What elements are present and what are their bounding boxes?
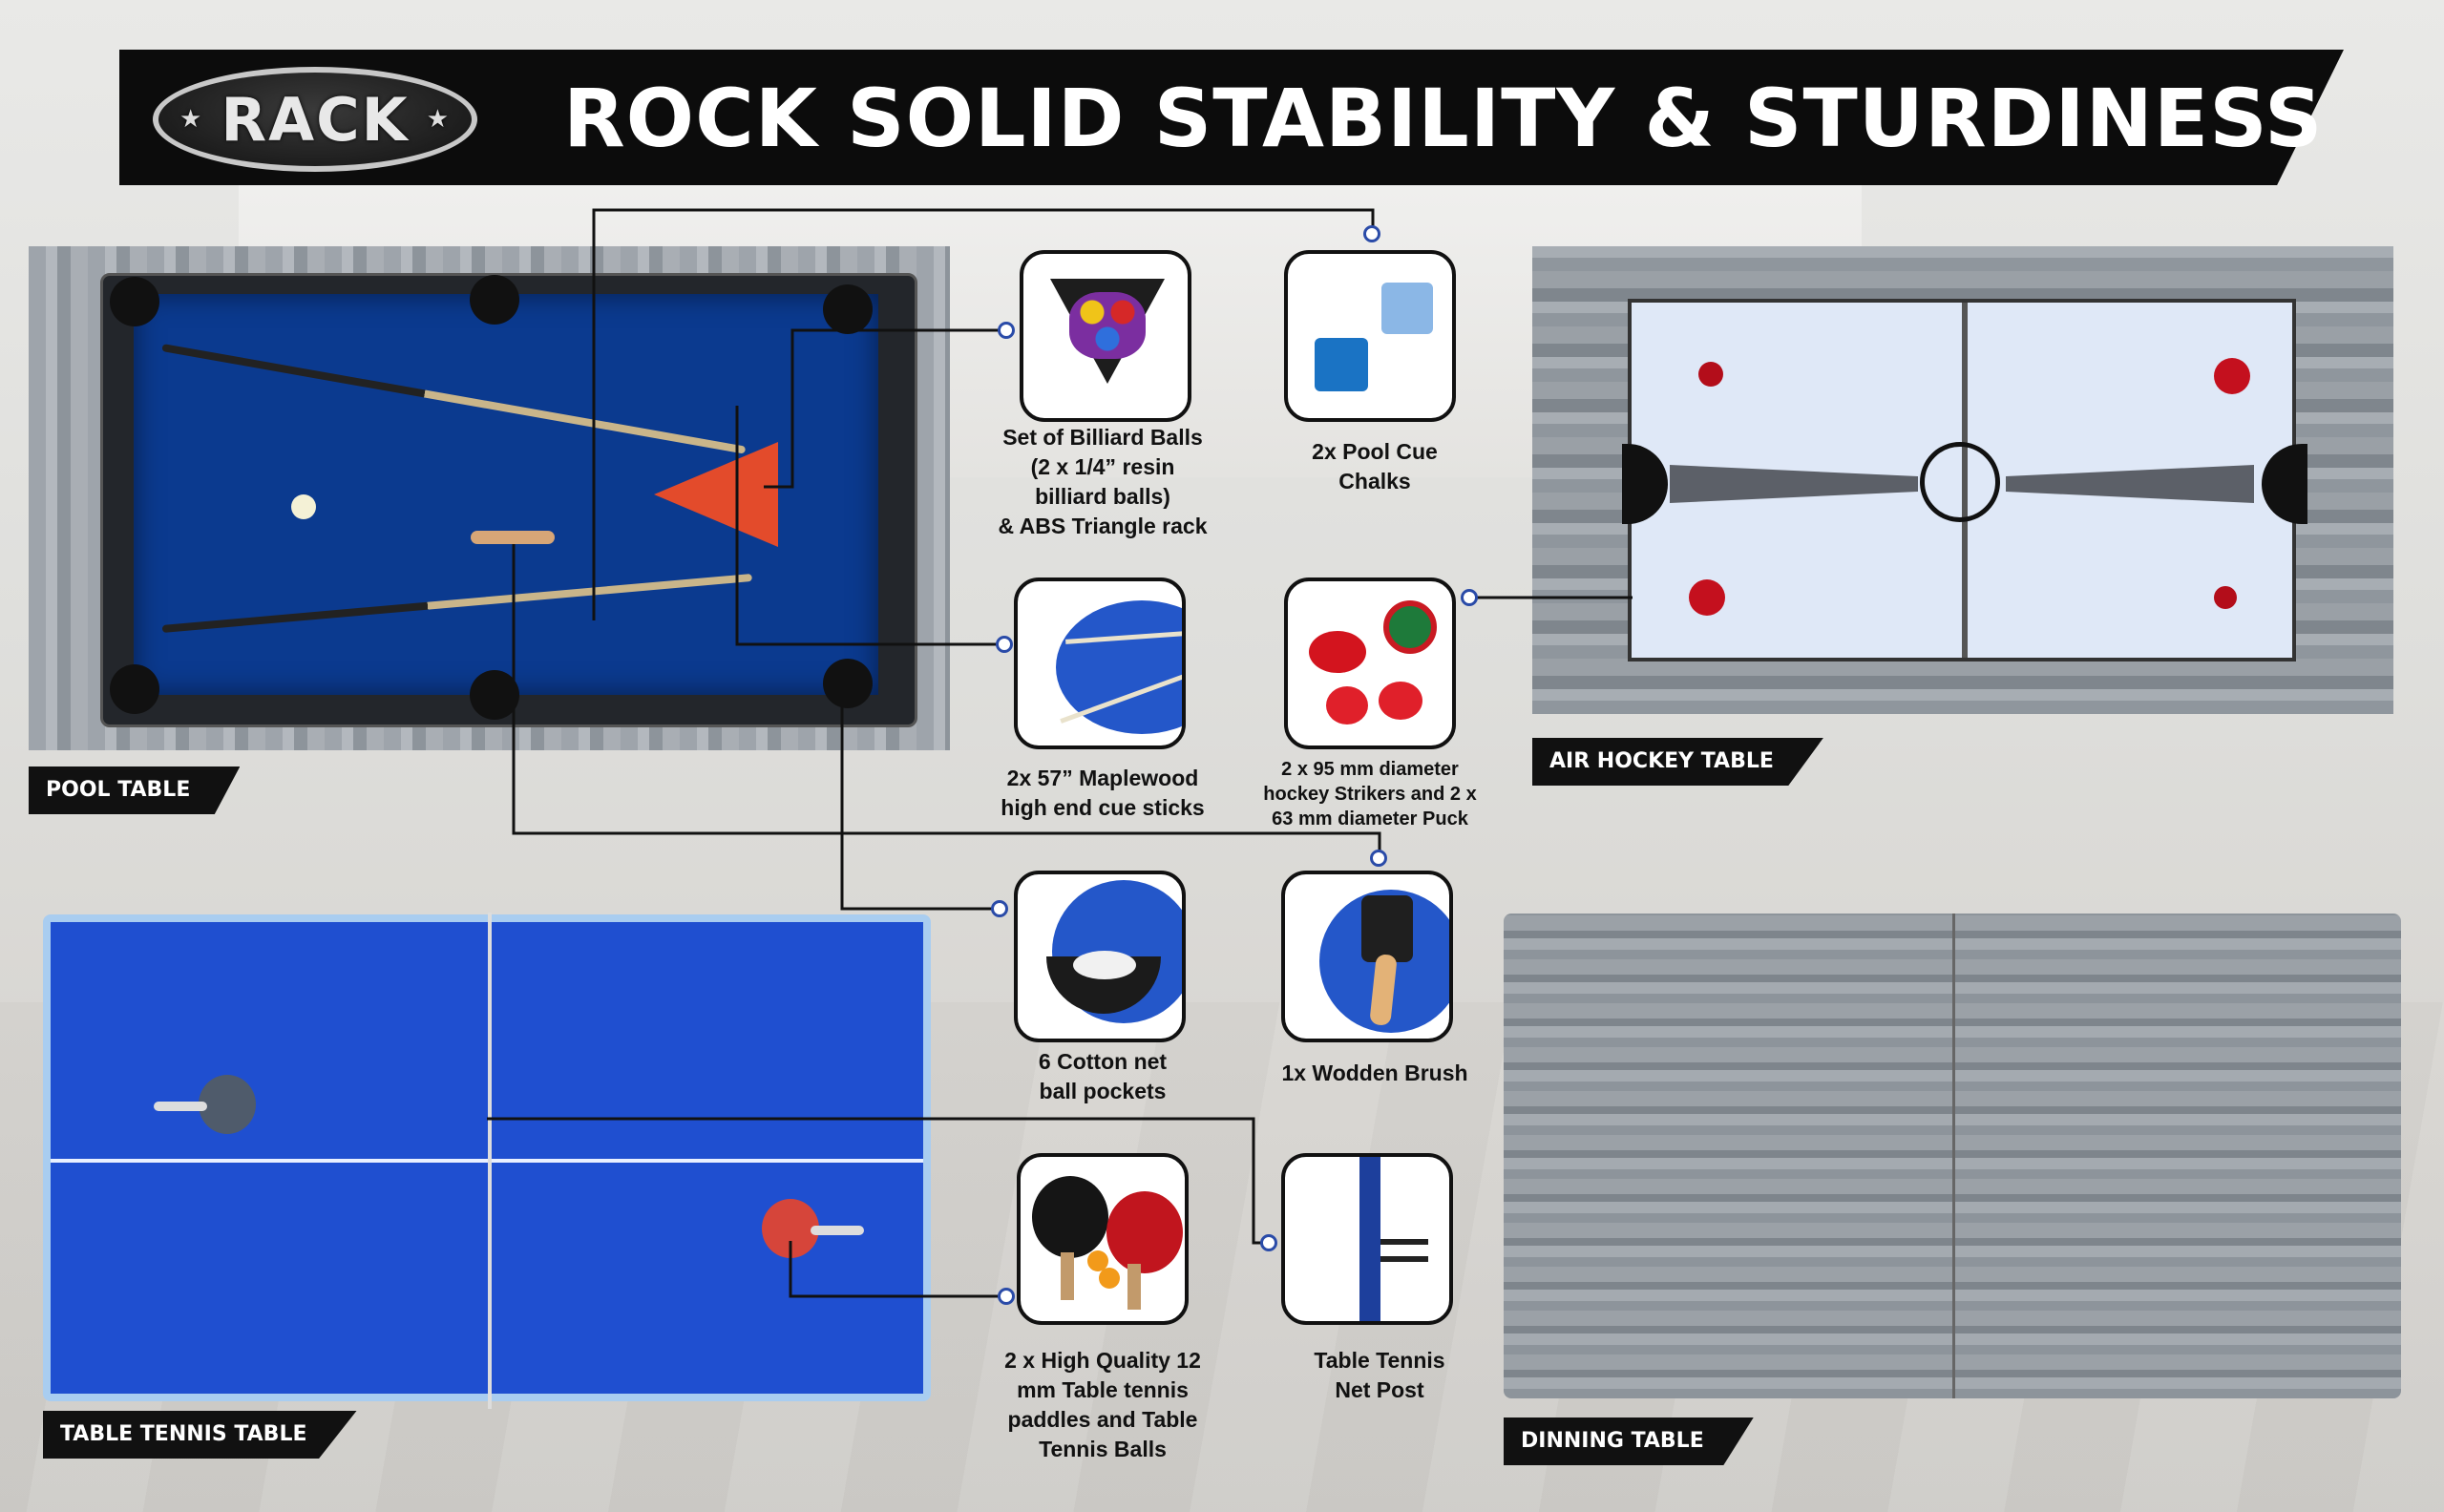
net-post-box: [1281, 1153, 1453, 1325]
puck: [2214, 586, 2237, 609]
net-post-icon: [1359, 1157, 1380, 1321]
rack-logo: ★ RACK ★: [153, 67, 477, 172]
label-pool-table: POOL TABLE: [29, 766, 241, 814]
connector-dot: [1260, 1234, 1277, 1251]
chalks-box: [1284, 250, 1456, 422]
connector-dot: [1363, 225, 1380, 242]
striker-icon: [1689, 579, 1725, 616]
pocket: [110, 277, 159, 326]
ball: [1087, 1250, 1108, 1271]
connector-dot: [991, 900, 1008, 917]
caption-paddles: 2 x High Quality 12 mm Table tennis padd…: [1004, 1348, 1201, 1461]
cue-sticks-box: [1014, 578, 1186, 749]
star-icon: ★: [179, 105, 204, 134]
connector-dot: [998, 322, 1015, 339]
striker-icon: [2214, 358, 2250, 394]
strikers-box: [1284, 578, 1456, 749]
paddle-icon: [199, 1075, 256, 1134]
striker-icon: [1309, 631, 1366, 673]
pocket: [823, 284, 873, 334]
cue-ball: [291, 494, 316, 519]
puck: [1379, 682, 1422, 720]
star-icon: ★: [426, 105, 451, 134]
hockey-surface: [1622, 299, 2307, 662]
logo-text: RACK: [221, 84, 410, 155]
puck: [1326, 686, 1368, 724]
dining-table: [1504, 914, 2401, 1398]
caption-strikers: 2 x 95 mm diameter hockey Strikers and 2…: [1263, 759, 1477, 830]
pocket: [110, 664, 159, 714]
connector-dot: [1370, 850, 1387, 867]
page-title: ROCK SOLID STABILITY & STURDINESS: [563, 72, 2324, 165]
caption-pockets: 6 Cotton net ball pockets: [1038, 1049, 1168, 1103]
billiard-balls-box: [1020, 250, 1191, 422]
pocket: [470, 670, 519, 720]
caption-cue-sticks: 2x 57” Maplewood high end cue sticks: [1001, 766, 1205, 820]
pocket: [823, 659, 873, 708]
label-air-hockey-table: AIR HOCKEY TABLE: [1532, 738, 1823, 786]
connector-dot: [998, 1288, 1015, 1305]
net: [488, 913, 492, 1409]
air-hockey-table: [1532, 246, 2393, 714]
striker-icon: [1383, 600, 1437, 654]
label-table-tennis-table: TABLE TENNIS TABLE: [43, 1411, 357, 1459]
ball: [1099, 1268, 1120, 1289]
chalk-icon: [1315, 338, 1368, 391]
paddles-box: [1017, 1153, 1189, 1325]
pocket: [470, 275, 519, 325]
brush-box: [1281, 871, 1453, 1042]
caption-net-post: Table Tennis Net Post: [1314, 1348, 1445, 1402]
caption-billiard-balls: Set of Billiard Balls (2 x 1/4” resin bi…: [998, 425, 1208, 538]
chalk-icon: [1381, 283, 1433, 334]
connector-dot: [1461, 589, 1478, 606]
header-banner: [119, 50, 2344, 185]
brush-icon: [471, 531, 555, 544]
caption-chalks: 2x Pool Cue Chalks: [1312, 439, 1438, 494]
table-tennis-table: [43, 913, 931, 1409]
caption-brush: 1x Wodden Brush: [1281, 1060, 1468, 1085]
billiard-rack-icon: [654, 442, 778, 547]
pockets-box: [1014, 871, 1186, 1042]
paddle-icon: [1106, 1191, 1183, 1273]
paddle-icon: [1032, 1176, 1108, 1258]
connector-dot: [996, 636, 1013, 653]
brush-icon: [1361, 895, 1413, 962]
label-dining-table: DINNING TABLE: [1504, 1418, 1754, 1465]
puck: [1698, 362, 1723, 387]
